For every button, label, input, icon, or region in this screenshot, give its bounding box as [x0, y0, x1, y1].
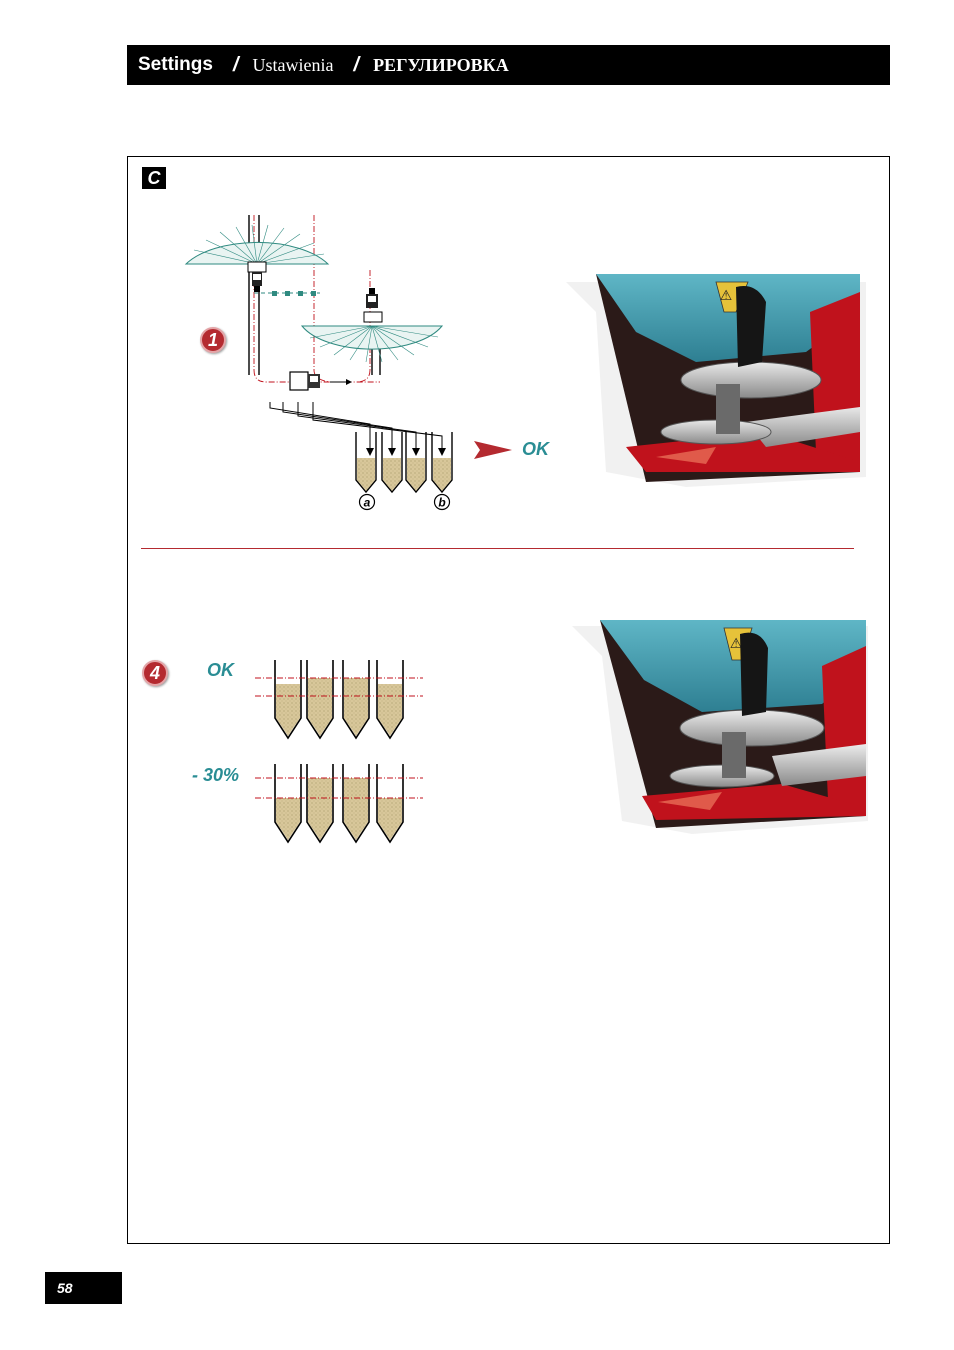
result-arrow-icon: [474, 441, 512, 459]
header-title-ru: РЕГУЛИРОВКА: [373, 54, 509, 75]
page-number: 58: [45, 1272, 122, 1304]
tray-label-a: a: [364, 496, 371, 510]
svg-text:⚠: ⚠: [720, 287, 733, 303]
page-header: Settings / Ustawienia / РЕГУЛИРОВКА: [127, 45, 890, 85]
section-divider: [141, 548, 854, 549]
step-badge-4: 4: [142, 660, 168, 686]
collection-trays-step1: a b: [355, 432, 453, 511]
section-letter: C: [142, 167, 166, 189]
collection-trays-reduced: [255, 764, 423, 844]
spreader-disc-photo-2: ⚠: [572, 620, 868, 834]
svg-text:⚠: ⚠: [730, 635, 743, 651]
spreader-disc-photo-1: ⚠: [566, 274, 866, 487]
ok-label-step1: OK: [522, 439, 549, 459]
content-panel: [127, 156, 890, 1244]
tray-marker-b: [433, 493, 451, 511]
tray-marker-a: [358, 493, 376, 511]
spread-pattern-diagram: [184, 215, 446, 456]
header-title-en: Settings: [138, 54, 213, 75]
collection-trays-ok: [255, 660, 423, 740]
reduction-label: - 30%: [192, 765, 240, 785]
header-title-pl: Ustawienia: [252, 54, 334, 75]
header-separator: /: [353, 53, 360, 76]
tray-label-b: b: [438, 496, 445, 510]
header-separator: /: [232, 53, 239, 76]
step-badge-1: 1: [200, 327, 226, 353]
ok-label-step4: OK: [207, 660, 234, 680]
